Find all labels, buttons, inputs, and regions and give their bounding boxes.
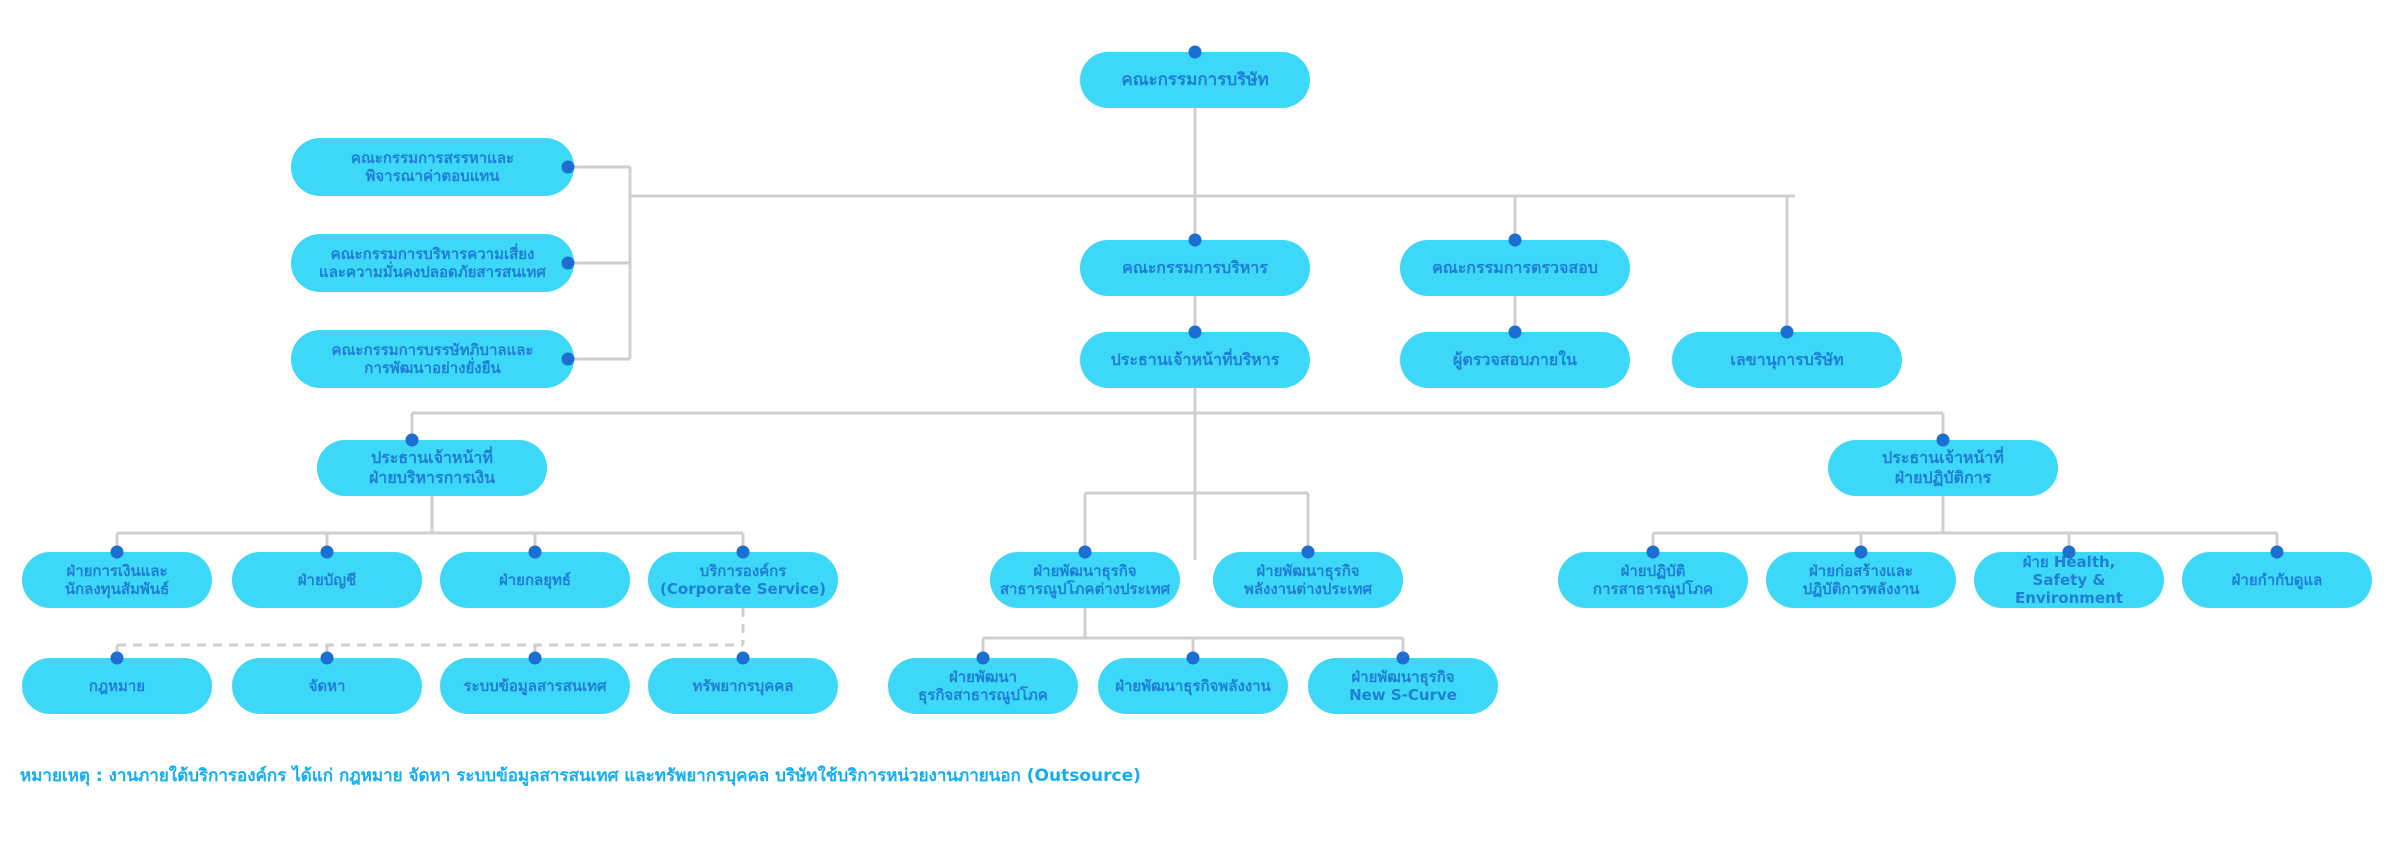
- node-legal[interactable]: กฎหมาย: [22, 658, 212, 714]
- node-label: ประธานเจ้าหน้าที่ฝ่ายบริหารการเงิน: [368, 448, 496, 487]
- connector-dot: [1186, 651, 1200, 665]
- node-label: ฝ่ายพัฒนาธุรกิจพลังงานต่างประเทศ: [1243, 561, 1373, 598]
- connector-dot: [1078, 545, 1092, 559]
- node-operations-utility[interactable]: ฝ่ายปฏิบัติการสาธารณูปโภค: [1558, 552, 1748, 608]
- connector-dot: [1396, 651, 1410, 665]
- connector-dot: [561, 160, 575, 174]
- node-coo[interactable]: ประธานเจ้าหน้าที่ฝ่ายปฏิบัติการ: [1828, 440, 2058, 496]
- connector-dot: [1854, 545, 1868, 559]
- connector-dot: [561, 256, 575, 270]
- node-risk-committee[interactable]: คณะกรรมการบริหารความเสี่ยงและความมั่นคงป…: [291, 234, 574, 292]
- node-label: บริการองค์กร(Corporate Service): [660, 561, 826, 598]
- node-company-secretary[interactable]: เลขานุการบริษัท: [1672, 332, 1902, 388]
- node-information-system[interactable]: ระบบข้อมูลสารสนเทศ: [440, 658, 630, 714]
- node-board[interactable]: คณะกรรมการบริษัท: [1080, 52, 1310, 108]
- node-cfo[interactable]: ประธานเจ้าหน้าที่ฝ่ายบริหารการเงิน: [317, 440, 547, 496]
- connector-dot: [1646, 545, 1660, 559]
- connector-dot: [110, 651, 124, 665]
- node-label: ฝ่ายกลยุทธ์: [498, 570, 572, 589]
- node-finance-investor-relations[interactable]: ฝ่ายการเงินและนักลงทุนสัมพันธ์: [22, 552, 212, 608]
- node-label: ฝ่ายพัฒนาธุรกิจพลังงาน: [1115, 676, 1271, 695]
- node-audit-committee[interactable]: คณะกรรมการตรวจสอบ: [1400, 240, 1630, 296]
- node-ceo[interactable]: ประธานเจ้าหน้าที่บริหาร: [1080, 332, 1310, 388]
- node-label: กฎหมาย: [88, 676, 146, 695]
- node-label: คณะกรรมการบรรษัทภิบาลและการพัฒนาอย่างยั่…: [331, 340, 534, 377]
- connector-dot: [528, 545, 542, 559]
- connector-dot: [1508, 233, 1522, 247]
- node-health-safety-environment[interactable]: ฝ่าย Health,Safety & Environment: [1974, 552, 2164, 608]
- node-procurement[interactable]: จัดหา: [232, 658, 422, 714]
- node-bd-energy-international[interactable]: ฝ่ายพัฒนาธุรกิจพลังงานต่างประเทศ: [1213, 552, 1403, 608]
- node-human-resources[interactable]: ทรัพยากรบุคคล: [648, 658, 838, 714]
- connector-dot: [2270, 545, 2284, 559]
- connector-dot: [1188, 325, 1202, 339]
- node-label: ฝ่าย Health,Safety & Environment: [2015, 552, 2123, 608]
- node-governance-committee[interactable]: คณะกรรมการบรรษัทภิบาลและการพัฒนาอย่างยั่…: [291, 330, 574, 388]
- node-label: คณะกรรมการสรรหาและพิจารณาค่าตอบแทน: [350, 148, 515, 185]
- node-label: คณะกรรมการตรวจสอบ: [1432, 258, 1598, 278]
- node-compliance[interactable]: ฝ่ายกำกับดูแล: [2182, 552, 2372, 608]
- node-label: ฝ่ายพัฒนาธุรกิจสาธารณูปโภคต่างประเทศ: [999, 561, 1171, 598]
- connector-dot: [528, 651, 542, 665]
- line-outsource-dashed: [115, 608, 745, 658]
- node-label: ทรัพยากรบุคคล: [692, 676, 794, 695]
- node-label: จัดหา: [308, 676, 346, 695]
- connector-dot: [1508, 325, 1522, 339]
- node-nomination-committee[interactable]: คณะกรรมการสรรหาและพิจารณาค่าตอบแทน: [291, 138, 574, 196]
- node-label: ฝ่ายก่อสร้างและปฏิบัติการพลังงาน: [1802, 561, 1920, 598]
- node-bd-energy[interactable]: ฝ่ายพัฒนาธุรกิจพลังงาน: [1098, 658, 1288, 714]
- node-label: คณะกรรมการบริหาร: [1122, 258, 1268, 278]
- node-label: ฝ่ายปฏิบัติการสาธารณูปโภค: [1592, 561, 1714, 598]
- connector-dot: [2062, 545, 2076, 559]
- node-label: ระบบข้อมูลสารสนเทศ: [463, 676, 607, 695]
- connector-dot: [561, 352, 575, 366]
- node-construction-energy-operations[interactable]: ฝ่ายก่อสร้างและปฏิบัติการพลังงาน: [1766, 552, 1956, 608]
- connector-dot: [1936, 433, 1950, 447]
- node-label: ฝ่ายกำกับดูแล: [2231, 570, 2323, 589]
- connector-dot: [320, 545, 334, 559]
- node-label: คณะกรรมการบริหารความเสี่ยงและความมั่นคงป…: [319, 244, 546, 281]
- node-label: ฝ่ายพัฒนาธุรกิจสาธารณูปโภค: [918, 667, 1048, 704]
- node-label: ฝ่ายการเงินและนักลงทุนสัมพันธ์: [64, 561, 170, 598]
- node-label: เลขานุการบริษัท: [1730, 350, 1844, 370]
- connector-dot: [1301, 545, 1315, 559]
- footnote: หมายเหตุ : งานภายใต้บริการองค์กร ได้แก่ …: [20, 766, 1141, 786]
- connector-dot: [736, 651, 750, 665]
- node-corporate-service[interactable]: บริการองค์กร(Corporate Service): [648, 552, 838, 608]
- connector-dot: [1188, 45, 1202, 59]
- node-internal-audit[interactable]: ผู้ตรวจสอบภายใน: [1400, 332, 1630, 388]
- node-label: ประธานเจ้าหน้าที่ฝ่ายปฏิบัติการ: [1882, 448, 2004, 487]
- connector-dot: [320, 651, 334, 665]
- connector-dot: [1780, 325, 1794, 339]
- node-label: คณะกรรมการบริษัท: [1121, 69, 1269, 90]
- node-strategy[interactable]: ฝ่ายกลยุทธ์: [440, 552, 630, 608]
- connector-dot: [1188, 233, 1202, 247]
- connector-dot: [405, 433, 419, 447]
- node-executive-committee[interactable]: คณะกรรมการบริหาร: [1080, 240, 1310, 296]
- connector-dot: [736, 545, 750, 559]
- connector-dot: [976, 651, 990, 665]
- connector-dot: [110, 545, 124, 559]
- node-label: ประธานเจ้าหน้าที่บริหาร: [1110, 350, 1280, 370]
- node-accounting[interactable]: ฝ่ายบัญชี: [232, 552, 422, 608]
- node-bd-utility[interactable]: ฝ่ายพัฒนาธุรกิจสาธารณูปโภค: [888, 658, 1078, 714]
- node-label: ผู้ตรวจสอบภายใน: [1453, 350, 1577, 370]
- node-bd-utility-international[interactable]: ฝ่ายพัฒนาธุรกิจสาธารณูปโภคต่างประเทศ: [990, 552, 1180, 608]
- node-label: ฝ่ายบัญชี: [297, 570, 357, 589]
